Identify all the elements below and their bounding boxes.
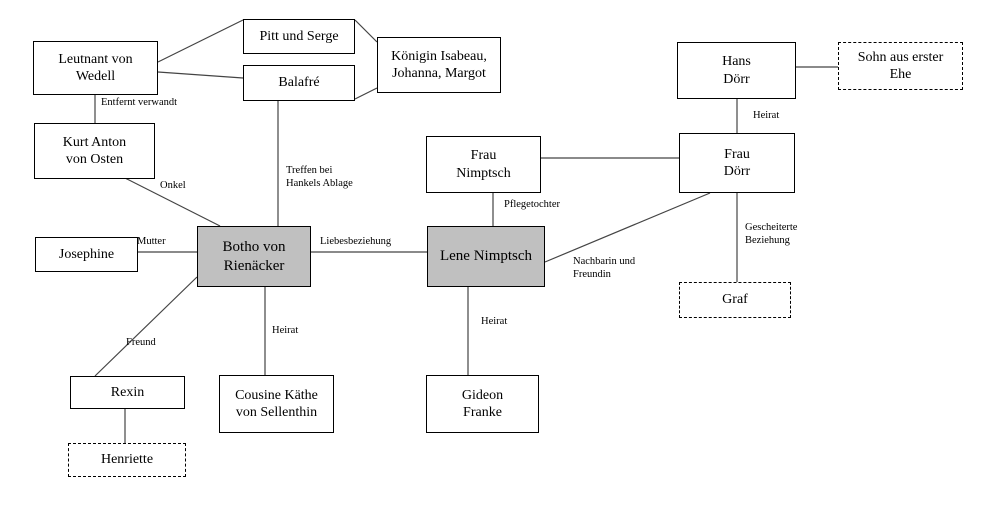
- node-label: Rexin: [110, 384, 145, 400]
- node-graf: Graf: [679, 282, 791, 318]
- node-label: Cousine Käthe von Sellenthin: [235, 387, 318, 421]
- node-koenigin: Königin Isabeau, Johanna, Margot: [377, 37, 501, 93]
- node-pitt: Pitt und Serge: [243, 19, 355, 54]
- edge-doerr-lene: [544, 192, 711, 263]
- label-heirat-gideon: Heirat: [481, 316, 508, 327]
- label-entfernt: Entfernt verwandt: [101, 97, 178, 108]
- node-kaethe: Cousine Käthe von Sellenthin: [219, 375, 334, 433]
- edge-leutnant-pitt: [157, 19, 244, 63]
- node-label: Henriette: [100, 452, 154, 468]
- label-heirat-doerr: Heirat: [753, 110, 780, 121]
- label-treffen: Treffen bei Hankels Ablage: [286, 165, 353, 189]
- node-gideon: Gideon Franke: [426, 375, 539, 433]
- node-henriette: Henriette: [68, 443, 186, 477]
- node-label: Graf: [722, 292, 748, 308]
- node-josephine: Josephine: [35, 237, 138, 272]
- node-label: Königin Isabeau, Johanna, Margot: [391, 48, 487, 82]
- node-label: Frau Nimptsch: [456, 148, 511, 181]
- node-label: Hans Dörr: [722, 54, 751, 87]
- edge-balafre-koenigin: [354, 87, 378, 100]
- node-hans: Hans Dörr: [677, 42, 796, 99]
- node-label: Josephine: [58, 246, 115, 262]
- edge-pitt-koenigin: [354, 19, 378, 43]
- label-heirat-kaethe: Heirat: [272, 325, 299, 336]
- label-gescheitert: Gescheiterte Beziehung: [745, 222, 798, 246]
- node-frau-nimptsch: Frau Nimptsch: [426, 136, 541, 193]
- node-leutnant: Leutnant von Wedell: [33, 41, 158, 95]
- node-sohn: Sohn aus erster Ehe: [838, 42, 963, 90]
- node-label: Frau Dörr: [723, 146, 751, 180]
- node-label: Balafré: [278, 75, 320, 91]
- edge-kurt-botho: [124, 177, 221, 227]
- label-liebes: Liebesbeziehung: [320, 236, 392, 247]
- label-pflege: Pflegetochter: [504, 199, 560, 210]
- label-mutter: Mutter: [137, 236, 166, 247]
- label-freund: Freund: [126, 337, 156, 348]
- edge-botho-rexin: [94, 276, 198, 377]
- node-kurt: Kurt Anton von Osten: [34, 123, 155, 179]
- node-label: Lene Nimptsch: [439, 248, 533, 265]
- node-frau-doerr: Frau Dörr: [679, 133, 795, 193]
- node-label: Kurt Anton von Osten: [62, 134, 127, 168]
- node-lene: Lene Nimptsch: [427, 226, 545, 287]
- node-label: Leutnant von Wedell: [58, 51, 133, 85]
- node-label: Sohn aus erster Ehe: [857, 49, 944, 83]
- label-onkel: Onkel: [160, 180, 186, 191]
- node-balafre: Balafré: [243, 65, 355, 101]
- label-nachbarin: Nachbarin und Freundin: [573, 256, 636, 280]
- node-rexin: Rexin: [70, 376, 185, 409]
- node-label: Gideon Franke: [461, 387, 504, 421]
- node-label: Pitt und Serge: [259, 28, 339, 44]
- node-botho: Botho von Rienäcker: [197, 226, 311, 287]
- edge-leutnant-balafre: [157, 71, 244, 79]
- node-label: Botho von Rienäcker: [222, 238, 286, 274]
